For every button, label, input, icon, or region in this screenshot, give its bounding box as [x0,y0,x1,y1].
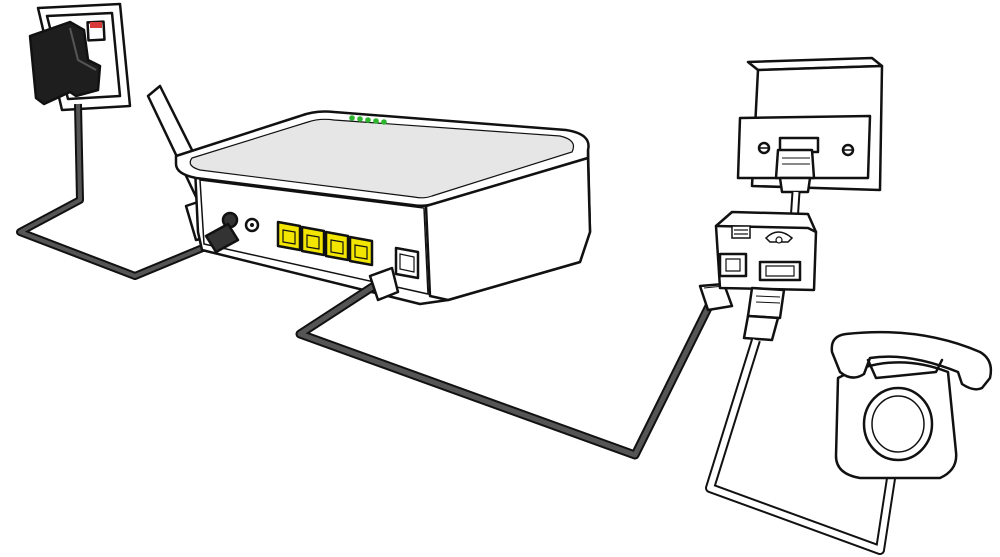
status-leds [349,115,387,125]
lan-port [348,235,374,267]
rotary-dial [862,386,934,462]
switch-red-indicator [90,22,102,28]
power-cable [16,103,224,280]
lan-port [276,220,302,252]
lan-port [324,230,350,262]
power-adapter [28,20,102,106]
status-led [381,119,387,125]
lan-ports [276,220,374,267]
dsl-port [394,246,420,280]
rj-plug [746,286,786,320]
microfilter [714,210,818,342]
status-led [357,116,363,122]
phone-label-icon [764,231,794,244]
status-led [349,115,355,121]
rj11-plug [698,282,734,312]
socket-switch [86,20,106,42]
status-led [373,118,379,124]
lan-port [300,225,326,257]
router-top-panel [189,118,575,199]
modem-label-icon [731,225,751,239]
phone-cable [705,338,897,555]
modem-port [718,252,748,278]
router [146,84,592,306]
telephone-wall-socket [736,56,884,194]
router-power-plug [204,222,240,254]
dsl-cable [295,266,734,460]
rj11-plug [368,266,400,302]
status-led [365,117,371,123]
handset [830,330,993,391]
telephone [830,330,993,480]
